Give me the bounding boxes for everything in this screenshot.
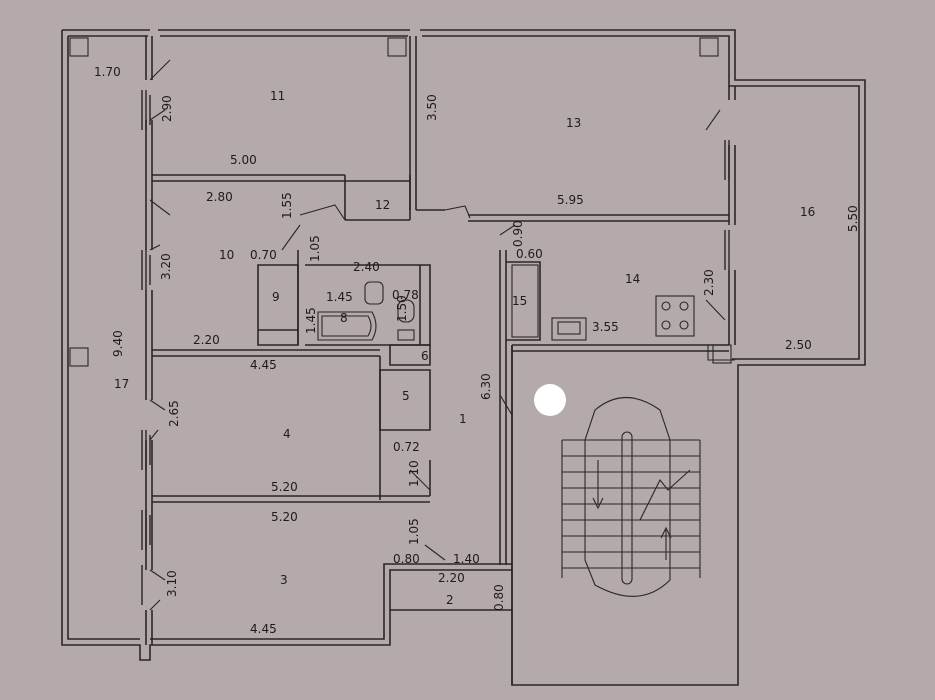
dim-label: 0.78 [392, 288, 419, 302]
dim-label: 0.80 [492, 584, 506, 611]
room-12: 12 [375, 198, 390, 212]
dim-label: 0.90 [511, 220, 525, 247]
room-11: 11 [270, 89, 285, 103]
outer-walls [61, 29, 866, 686]
staircase [561, 397, 701, 597]
dim-label: 1.70 [94, 65, 121, 79]
dim-label: 2.90 [160, 95, 174, 122]
columns [69, 37, 732, 367]
dim-label: 5.00 [230, 153, 257, 167]
room-9: 9 [272, 290, 280, 304]
windows [141, 90, 730, 605]
room-14: 14 [625, 272, 640, 286]
shaft-box [511, 264, 539, 338]
dim-label: 3.55 [592, 320, 619, 334]
interior-walls [145, 36, 736, 685]
bathtub [317, 311, 377, 341]
dim-label: 5.95 [557, 193, 584, 207]
marker-dot [534, 384, 566, 416]
room-5: 5 [402, 389, 410, 403]
kitchen-stove [655, 295, 695, 337]
dim-label: 5.20 [271, 480, 298, 494]
dim-label: 2.40 [353, 260, 380, 274]
dim-label: 0.70 [250, 248, 277, 262]
sink-wc [364, 281, 415, 341]
room-10: 10 [219, 248, 234, 262]
dim-label: 2.20 [438, 571, 465, 585]
dim-label: 2.80 [206, 190, 233, 204]
dim-label: 2.20 [193, 333, 220, 347]
dim-label: 3.10 [165, 570, 179, 597]
room-16: 16 [800, 205, 815, 219]
dim-label: 5.20 [271, 510, 298, 524]
dim-label: 1.50 [395, 295, 409, 322]
doors [149, 59, 726, 611]
dim-label: 9.40 [111, 330, 125, 357]
dim-label: 0.60 [516, 247, 543, 261]
dim-label: 3.50 [425, 94, 439, 121]
room-13: 13 [566, 116, 581, 130]
dim-label: 0.80 [393, 552, 420, 566]
dim-label: 2.50 [785, 338, 812, 352]
dim-label: 2.30 [702, 269, 716, 296]
dimension-labels: 1.70 2.90 5.00 3.50 5.95 5.50 2.80 1.55 … [94, 65, 860, 636]
dim-label: 1.45 [326, 290, 353, 304]
dim-label: 2.65 [167, 400, 181, 427]
dim-label: 1.55 [280, 192, 294, 219]
room-17: 17 [114, 377, 129, 391]
dim-label: 1.05 [407, 518, 421, 545]
dim-label: 0.72 [393, 440, 420, 454]
room-3: 3 [280, 573, 288, 587]
dim-label: 1.05 [308, 235, 322, 262]
dim-label: 1.45 [304, 307, 318, 334]
dim-label: 1.40 [453, 552, 480, 566]
dim-label: 3.20 [159, 253, 173, 280]
room-4: 4 [283, 427, 291, 441]
room-2: 2 [446, 593, 454, 607]
dim-label: 4.45 [250, 622, 277, 636]
dim-label: 6.30 [479, 373, 493, 400]
room-8: 8 [340, 311, 348, 325]
dim-label: 5.50 [846, 205, 860, 232]
dim-label: 4.45 [250, 358, 277, 372]
room-15: 15 [512, 294, 527, 308]
kitchen-sink [551, 317, 587, 341]
dim-label: 1.10 [407, 460, 421, 487]
room-6: 6 [421, 349, 429, 363]
room-labels: 1 2 3 4 5 6 8 9 10 11 12 13 14 15 16 17 [114, 89, 815, 607]
room-1: 1 [459, 412, 467, 426]
